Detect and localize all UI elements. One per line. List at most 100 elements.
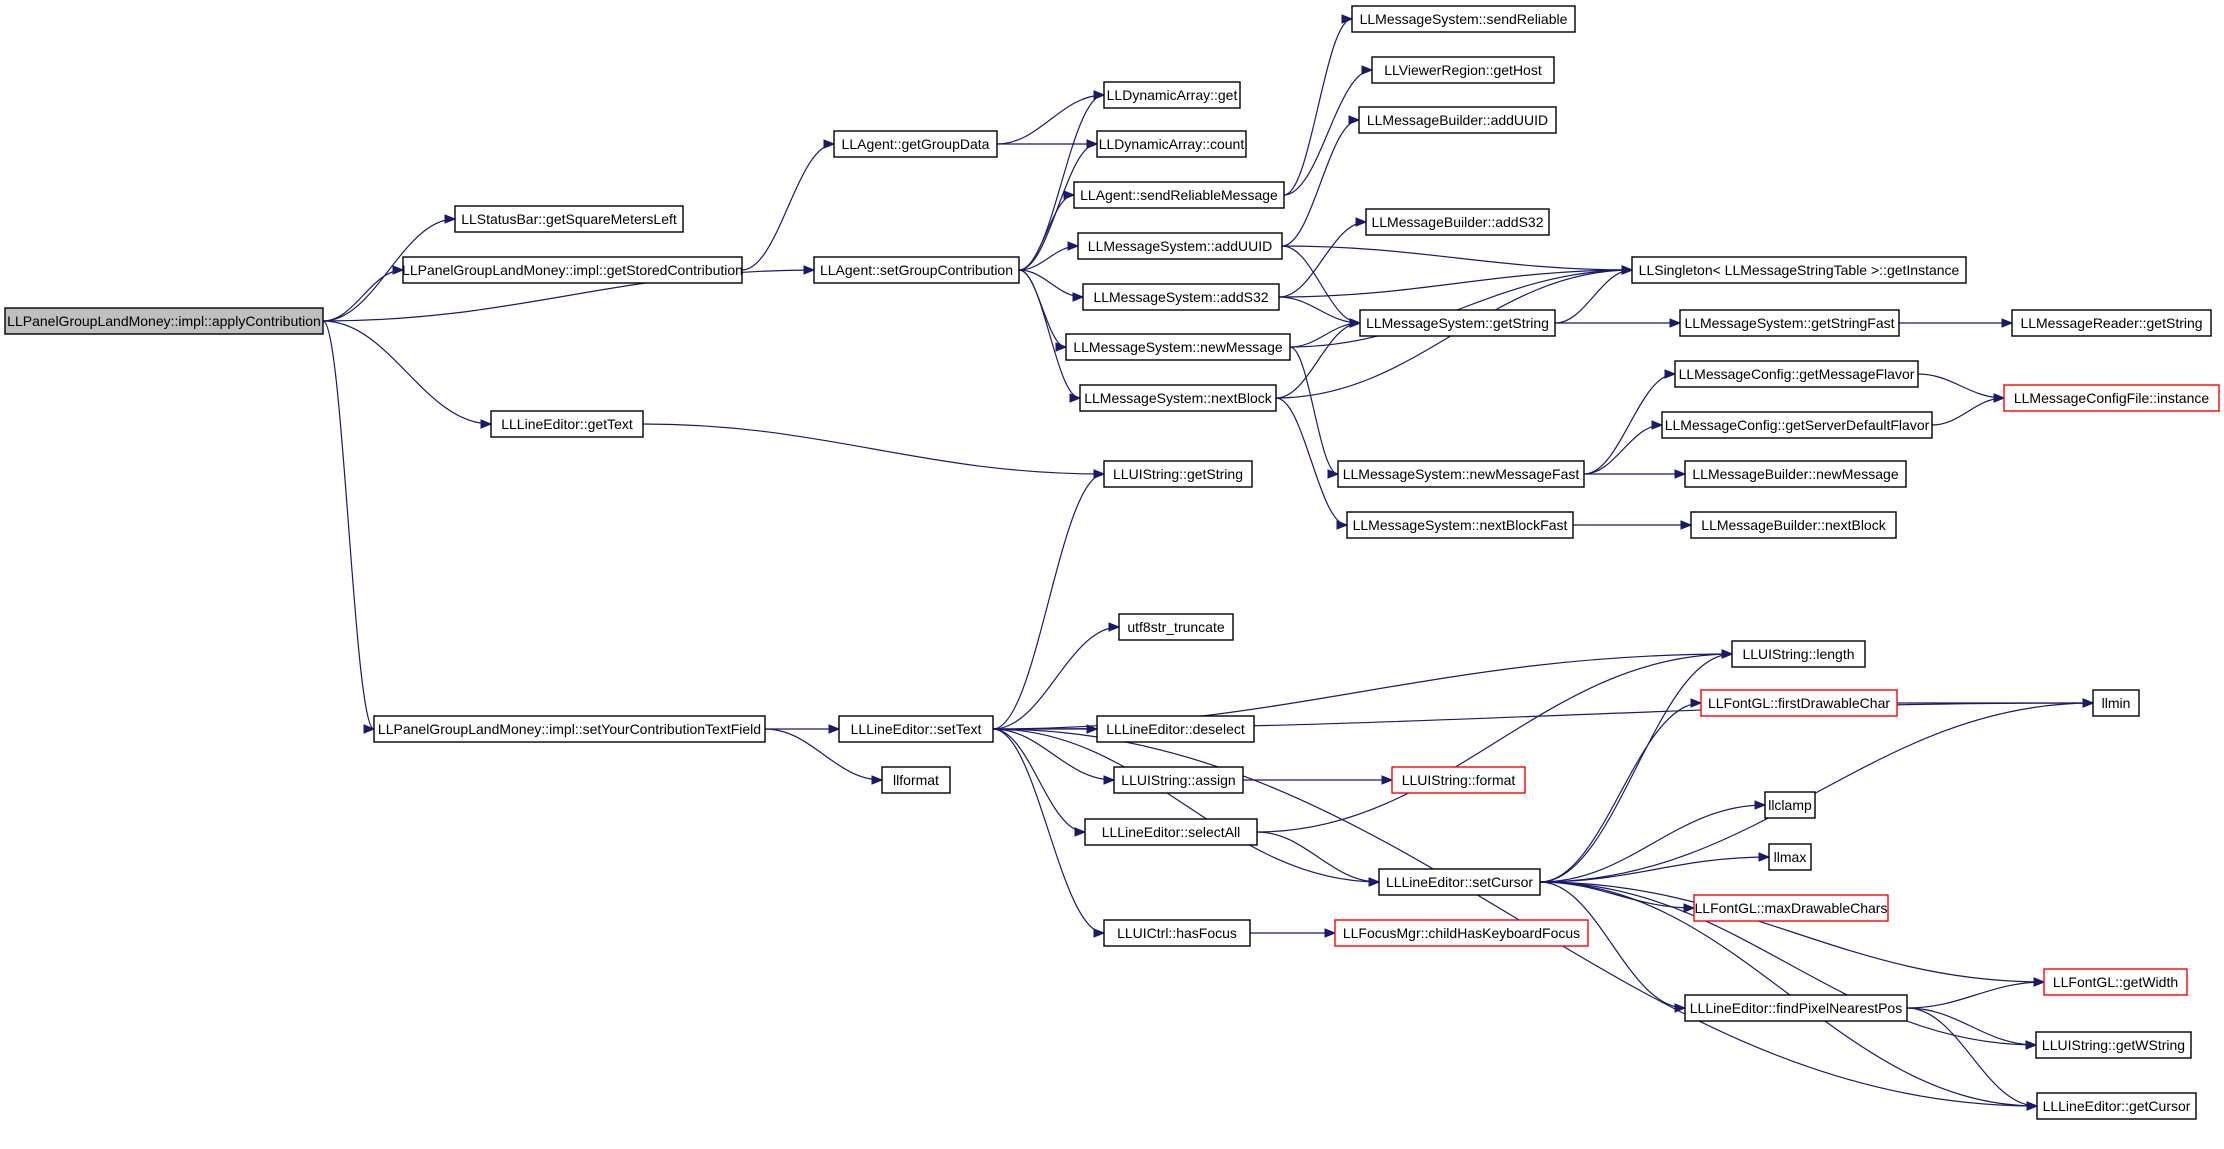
node-llmessagebuilder-adduuid[interactable]: LLMessageBuilder::addUUID	[1358, 106, 1557, 134]
node-box	[4, 307, 324, 335]
node-label: LLLineEditor::setCursor	[1386, 874, 1533, 890]
arrowhead-icon	[1664, 369, 1677, 379]
node-box	[2035, 1031, 2192, 1059]
node-lluistring-length[interactable]: LLUIString::length	[1731, 640, 1866, 668]
node-llfontgl-getwidth[interactable]: LLFontGL::getWidth	[2043, 968, 2188, 996]
edge-n7-to-n9	[997, 139, 1099, 149]
node-label: llmin	[2102, 695, 2131, 711]
node-label: LLUIString::length	[1742, 646, 1854, 662]
edge-n10-to-n16	[1283, 65, 1374, 196]
node-box	[1731, 640, 1866, 668]
edge-n6-to-n37	[764, 728, 884, 785]
node-llmessagesystem-getstringfast[interactable]: LLMessageSystem::getStringFast	[1679, 309, 1900, 337]
edge-n34-to-n30	[992, 469, 1106, 730]
arrowhead-icon	[871, 775, 884, 785]
node-llsingleton-llmessagestringtable-getinstance[interactable]: LLSingleton< LLMessageStringTable >::get…	[1631, 256, 1967, 284]
edge-n12-to-n20	[1278, 296, 1362, 328]
node-lldynamicarray-count[interactable]: LLDynamicArray::count	[1096, 130, 1247, 158]
node-llmessageconfig-getmessageflavor[interactable]: LLMessageConfig::getMessageFlavor	[1674, 360, 1919, 388]
node-box	[1764, 791, 1816, 819]
node-llagent-sendreliablemessage[interactable]: LLAgent::sendReliableMessage	[1073, 181, 1285, 209]
node-llmessagesystem-adduuid[interactable]: LLMessageSystem::addUUID	[1077, 232, 1283, 260]
node-lluistring-assign[interactable]: LLUIString::assign	[1113, 766, 1244, 794]
node-lluistring-getstring[interactable]: LLUIString::getString	[1103, 460, 1253, 488]
node-box	[2036, 1092, 2197, 1120]
node-lluictrl-hasfocus[interactable]: LLUICtrl::hasFocus	[1103, 919, 1251, 947]
node-llformat[interactable]: llformat	[881, 766, 951, 794]
node-lllineeditor-setcursor[interactable]: LLLineEditor::setCursor	[1378, 868, 1541, 896]
edge-n34-to-n38	[992, 728, 1116, 785]
node-box	[1103, 460, 1253, 488]
node-llmessagesystem-adds32[interactable]: LLMessageSystem::addS32	[1082, 283, 1280, 311]
arrowhead-icon	[1683, 903, 1696, 913]
edge-n6-to-n34	[765, 724, 841, 734]
node-llfontgl-maxdrawablechars[interactable]: LLFontGL::maxDrawableChars	[1693, 894, 1889, 922]
node-llstatusbar-getsquaremetersleft[interactable]: LLStatusBar::getSquareMetersLeft	[454, 205, 684, 233]
node-llpanelgrouplandmoney-impl-getstoredcontribution[interactable]: LLPanelGroupLandMoney::impl::getStoredCo…	[402, 256, 743, 284]
edge-n4-to-n12	[1018, 269, 1085, 302]
node-llclamp[interactable]: llclamp	[1764, 791, 1816, 819]
node-label: LLPanelGroupLandMoney::impl::setYourCont…	[378, 721, 761, 737]
node-box	[1661, 411, 1933, 439]
node-lllineeditor-gettext[interactable]: LLLineEditor::getText	[490, 410, 644, 438]
node-box	[2092, 689, 2140, 717]
node-box	[373, 715, 766, 743]
arrowhead-icon	[823, 139, 836, 149]
node-llmessagesystem-newmessage[interactable]: LLMessageSystem::newMessage	[1065, 333, 1291, 361]
edge-n26-to-n24	[1583, 420, 1664, 475]
node-llmessagesystem-newmessagefast[interactable]: LLMessageSystem::newMessageFast	[1337, 460, 1585, 488]
node-llpanelgrouplandmoney-impl-setyourcontributiontextfield[interactable]: LLPanelGroupLandMoney::impl::setYourCont…	[373, 715, 766, 743]
node-label: LLMessageSystem::sendReliable	[1360, 11, 1568, 27]
node-llmin[interactable]: llmin	[2092, 689, 2140, 717]
node-box	[2011, 309, 2212, 337]
node-label: LLMessageBuilder::newMessage	[1692, 466, 1898, 482]
node-lllineeditor-selectall[interactable]: LLLineEditor::selectAll	[1084, 818, 1258, 846]
node-llviewerregion-gethost[interactable]: LLViewerRegion::getHost	[1371, 56, 1555, 84]
node-label: LLPanelGroupLandMoney::impl::getStoredCo…	[402, 262, 743, 278]
node-lldynamicarray-get[interactable]: LLDynamicArray::get	[1103, 81, 1241, 109]
arrowhead-icon	[1349, 318, 1362, 328]
arrowhead-icon	[1093, 469, 1106, 479]
node-label: LLMessageSystem::addS32	[1093, 289, 1268, 305]
node-llagent-setgroupcontribution[interactable]: LLAgent::setGroupContribution	[813, 256, 1020, 284]
arrowhead-icon	[2026, 1101, 2039, 1111]
arrowhead-icon	[1758, 852, 1771, 862]
node-llmax[interactable]: llmax	[1768, 843, 1812, 871]
node-llmessagebuilder-adds32[interactable]: LLMessageBuilder::addS32	[1365, 208, 1550, 236]
arrowhead-icon	[1063, 190, 1076, 200]
node-box	[1096, 715, 1255, 743]
node-llmessagesystem-nextblock[interactable]: LLMessageSystem::nextBlock	[1079, 384, 1277, 412]
node-llmessagesystem-getstring[interactable]: LLMessageSystem::getString	[1359, 309, 1556, 337]
node-llmessageconfigfile-instance[interactable]: LLMessageConfigFile::instance	[2003, 384, 2220, 412]
node-llmessagebuilder-nextblock[interactable]: LLMessageBuilder::nextBlock	[1690, 511, 1897, 539]
node-lllineeditor-getcursor[interactable]: LLLineEditor::getCursor	[2036, 1092, 2197, 1120]
arrowhead-icon	[1341, 14, 1354, 24]
node-lllineeditor-findpixelnearestpos[interactable]: LLLineEditor::findPixelNearestPos	[1684, 994, 1908, 1022]
node-llpanelgrouplandmoney-impl-applycontribution[interactable]: LLPanelGroupLandMoney::impl::applyContri…	[4, 307, 324, 335]
node-llmessagebuilder-newmessage[interactable]: LLMessageBuilder::newMessage	[1684, 460, 1907, 488]
node-box	[1371, 56, 1555, 84]
node-label: LLFocusMgr::childHasKeyboardFocus	[1343, 925, 1580, 941]
edge-n28-to-n29	[1573, 520, 1693, 530]
arrowhead-icon	[392, 265, 405, 275]
node-llfocusmgr-childhaskeyboardfocus[interactable]: LLFocusMgr::childHasKeyboardFocus	[1334, 919, 1589, 947]
node-llfontgl-firstdrawablechar[interactable]: LLFontGL::firstDrawableChar	[1700, 689, 1898, 717]
node-llagent-getgroupdata[interactable]: LLAgent::getGroupData	[833, 130, 998, 158]
edge-n43-to-n40	[1539, 800, 1767, 883]
node-llmessageconfig-getserverdefaultflavor[interactable]: LLMessageConfig::getServerDefaultFlavor	[1661, 411, 1933, 439]
node-utf8str-truncate[interactable]: utf8str_truncate	[1118, 613, 1234, 641]
edge-n45-to-n46	[1250, 928, 1337, 938]
node-box	[1079, 384, 1277, 412]
node-label: LLFontGL::maxDrawableChars	[1695, 900, 1888, 916]
node-lluistring-getwstring[interactable]: LLUIString::getWString	[2035, 1031, 2192, 1059]
node-lllineeditor-deselect[interactable]: LLLineEditor::deselect	[1096, 715, 1255, 743]
node-label: LLViewerRegion::getHost	[1384, 62, 1542, 78]
node-llmessagesystem-sendreliable[interactable]: LLMessageSystem::sendReliable	[1351, 5, 1576, 33]
node-lluistring-format[interactable]: LLUIString::format	[1391, 766, 1526, 794]
arrowhead-icon	[1067, 241, 1080, 251]
node-lllineeditor-settext[interactable]: LLLineEditor::setText	[838, 715, 994, 743]
node-llmessagereader-getstring[interactable]: LLMessageReader::getString	[2011, 309, 2212, 337]
arrowhead-icon	[1621, 265, 1634, 275]
node-llmessagesystem-nextblockfast[interactable]: LLMessageSystem::nextBlockFast	[1346, 511, 1574, 539]
arrowhead-icon	[444, 214, 457, 224]
